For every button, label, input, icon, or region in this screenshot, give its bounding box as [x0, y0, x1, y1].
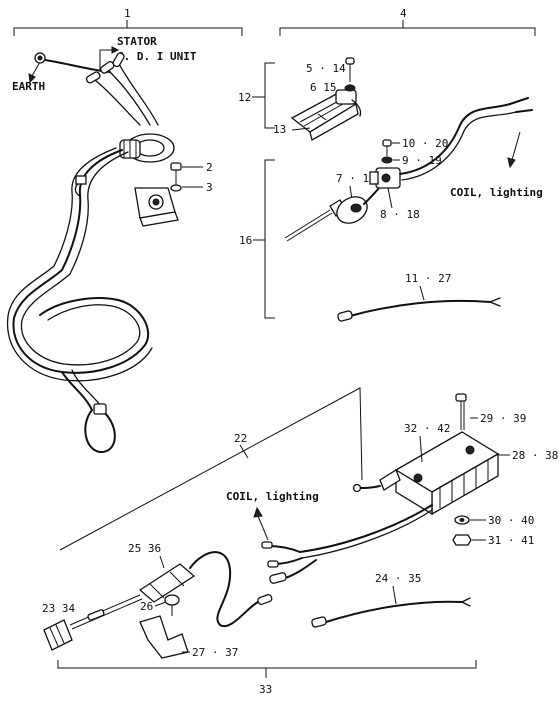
label-earth: EARTH [12, 80, 45, 93]
wire-24 [325, 600, 463, 623]
bracket-4 [279, 27, 536, 36]
callout-28-38: 28 · 38 [512, 449, 558, 462]
label-coil-lighting-bottom: COIL, lighting [226, 490, 319, 503]
group-33: 22 33 28 · 38 32 · 42 29 · 39 30 · 40 [42, 387, 558, 696]
label-coil-lighting-top: COIL, lighting [450, 186, 543, 199]
callout-5-14: 5 · 14 [306, 62, 346, 75]
callout-23-34: 23 34 [42, 602, 75, 615]
screw-26 [164, 594, 180, 606]
label-stator: STATOR [117, 35, 157, 48]
bolt-29 [455, 393, 467, 402]
callout-2: 2 [206, 161, 213, 174]
connector-c [85, 71, 101, 84]
washer-9 [381, 156, 393, 164]
callout-26: 26 [140, 600, 153, 613]
loop-terminal [84, 409, 116, 454]
wire-11 [349, 299, 491, 317]
callout-6-15: 6 15 [310, 81, 337, 94]
washer-3 [170, 184, 182, 192]
callout-25-36: 25 36 [128, 542, 161, 555]
callout-8-18: 8 · 18 [380, 208, 420, 221]
callout-3: 3 [206, 181, 213, 194]
group-4: 4 12 13 5 · 14 6 15 16 7 · 17 [238, 7, 543, 322]
group-1: 1 STATOR C. D. I UNIT EARTH [6, 7, 243, 454]
screw-5 [345, 57, 355, 65]
bracket-12 [264, 62, 275, 129]
callout-7-17: 7 · 17 [336, 172, 376, 185]
callout-31-41: 31 · 41 [488, 534, 534, 547]
callout-1: 1 [124, 7, 131, 20]
callout-27-37: 27 · 37 [192, 646, 238, 659]
bracket-1 [13, 27, 243, 36]
cap-25 [138, 563, 196, 603]
harness-coil [12, 149, 150, 374]
bracket-16 [264, 159, 275, 319]
callout-29-39: 29 · 39 [480, 412, 526, 425]
bracket-33 [57, 660, 477, 669]
callout-24-35: 24 · 35 [375, 572, 421, 585]
bracket-22 [59, 387, 363, 551]
callout-12: 12 [238, 91, 251, 104]
pulser-rod [284, 209, 331, 239]
part-23 [43, 619, 73, 651]
callout-9-19: 9 · 19 [402, 154, 442, 167]
washer-6 [344, 84, 356, 92]
callout-4: 4 [400, 7, 407, 20]
callout-13: 13 [273, 123, 286, 136]
callout-33: 33 [259, 683, 272, 696]
label-cdi-unit: C. D. I UNIT [117, 50, 197, 63]
clamp-27 [139, 615, 189, 659]
screw-10 [382, 139, 392, 147]
screw-2 [170, 162, 182, 171]
nut-31 [452, 534, 472, 546]
callout-22: 22 [234, 432, 247, 445]
callout-32-42: 32 · 42 [404, 422, 450, 435]
callout-16: 16 [239, 234, 252, 247]
stator-arrow [99, 49, 112, 70]
callout-11-27: 11 · 27 [405, 272, 451, 285]
connector-b [112, 52, 125, 68]
callout-10-20: 10 · 20 [402, 137, 448, 150]
callout-30-40: 30 · 40 [488, 514, 534, 527]
